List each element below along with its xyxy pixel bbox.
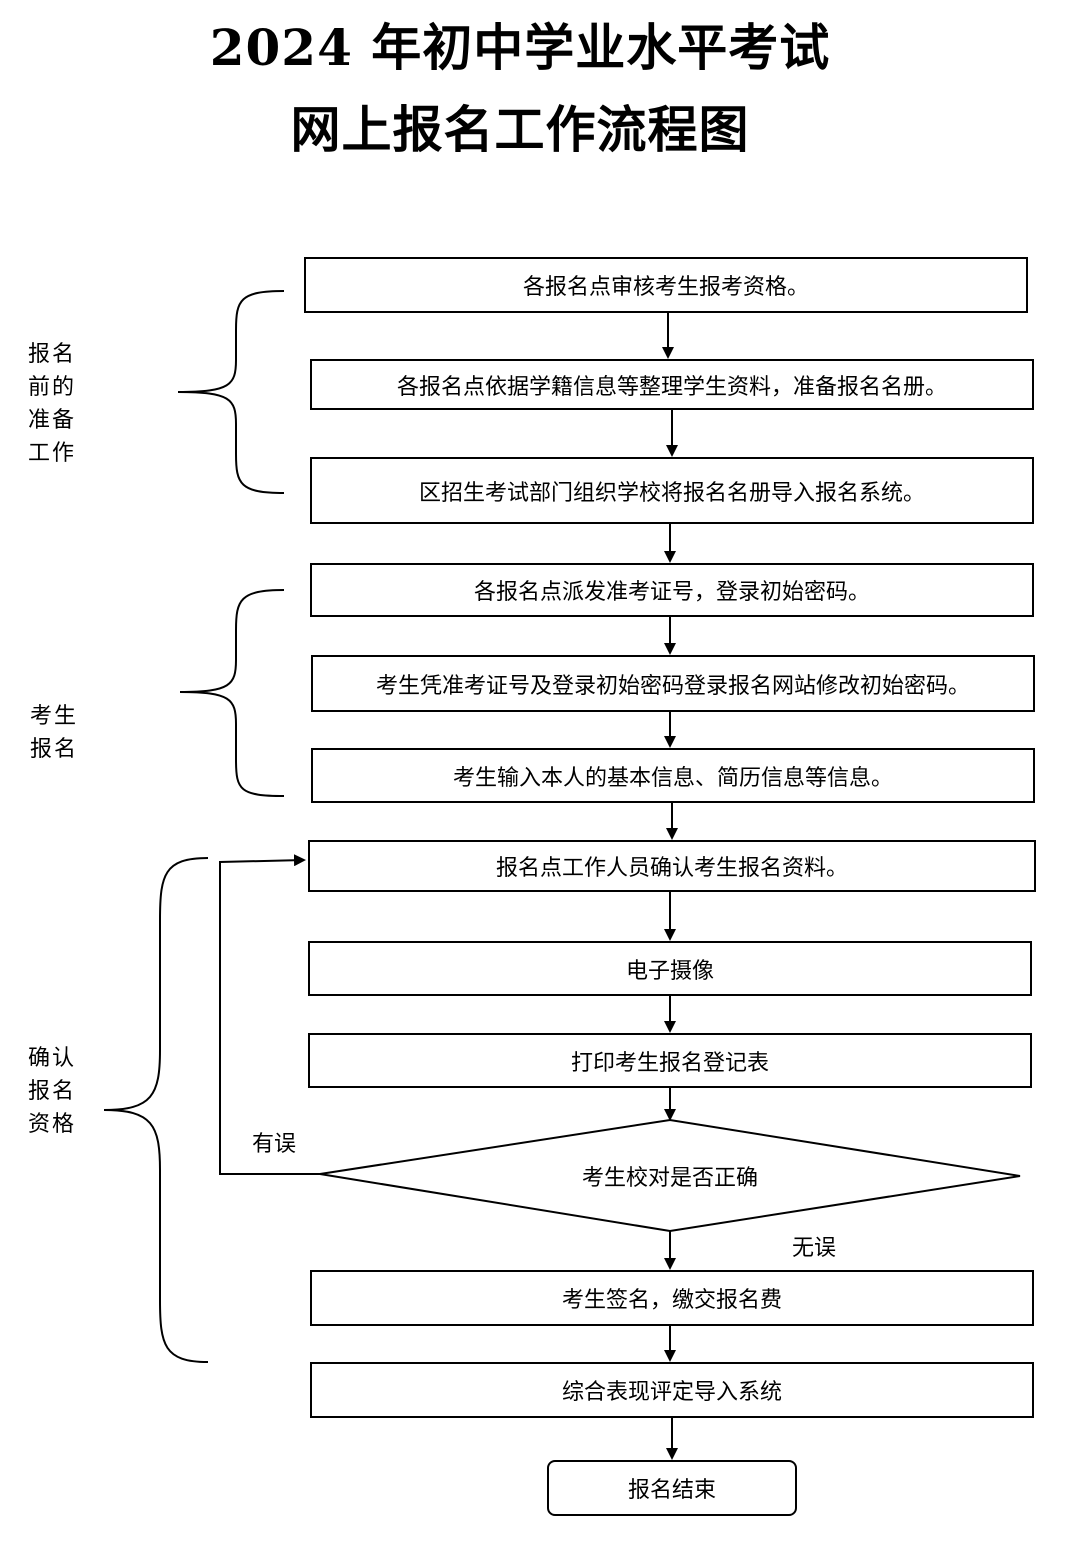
phase-label-registration: 考生报名 bbox=[30, 704, 79, 762]
phase-label-preparation: 报名前的准备工作 bbox=[28, 342, 77, 466]
brace-phase-2 bbox=[179, 589, 285, 797]
end-terminal: 报名结束 bbox=[547, 1460, 797, 1516]
title-line-1: 2024 年初中学业水平考试 bbox=[209, 18, 831, 77]
decision-label: 考生校对是否正确 bbox=[581, 1166, 758, 1191]
branch-label-error: 有误 bbox=[252, 1132, 297, 1157]
step-7: 报名点工作人员确认考生报名资料。 bbox=[308, 840, 1036, 892]
step-2: 各报名点依据学籍信息等整理学生资料，准备报名名册。 bbox=[310, 359, 1034, 410]
branch-label-correct: 无误 bbox=[792, 1236, 837, 1261]
brace-phase-1 bbox=[177, 290, 285, 494]
step-11: 综合表现评定导入系统 bbox=[310, 1362, 1034, 1418]
phase-label-confirmation: 确认报名资格 bbox=[28, 1046, 77, 1137]
brace-phase-3 bbox=[103, 857, 209, 1363]
step-4: 各报名点派发准考证号，登录初始密码。 bbox=[310, 563, 1034, 617]
step-3: 区招生考试部门组织学校将报名名册导入报名系统。 bbox=[310, 457, 1034, 524]
step-9: 打印考生报名登记表 bbox=[308, 1033, 1032, 1088]
loop-back-line bbox=[219, 854, 320, 1175]
step-6: 考生输入本人的基本信息、简历信息等信息。 bbox=[311, 748, 1035, 803]
step-8: 电子摄像 bbox=[308, 941, 1032, 996]
decision-diamond bbox=[319, 1118, 1021, 1233]
step-1: 各报名点审核考生报考资格。 bbox=[304, 257, 1028, 313]
title-line-2: 网上报名工作流程图 bbox=[290, 100, 750, 159]
step-5: 考生凭准考证号及登录初始密码登录报名网站修改初始密码。 bbox=[311, 655, 1035, 712]
step-10: 考生签名，缴交报名费 bbox=[310, 1270, 1034, 1326]
